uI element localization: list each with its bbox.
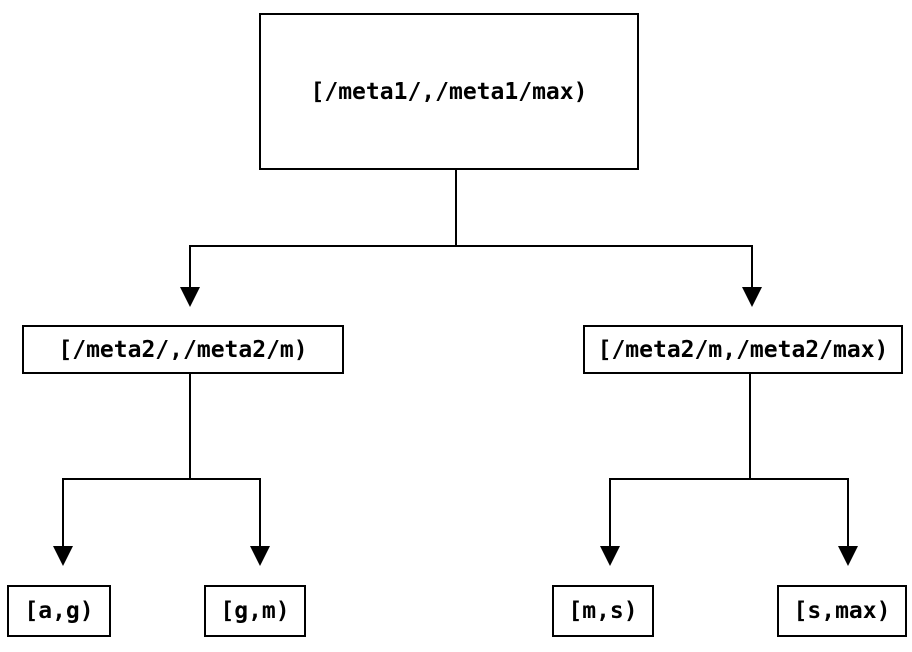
- connector-root-vertical: [455, 170, 457, 247]
- connector-level1-left-stub: [189, 245, 191, 287]
- arrow-down-icon: [53, 546, 73, 566]
- arrow-down-icon: [250, 546, 270, 566]
- arrow-down-icon: [180, 287, 200, 307]
- connector-level2-left-horizontal: [62, 478, 261, 480]
- leaf-node-m-s: [m,s): [552, 585, 654, 637]
- connector-level2-left-left-stub: [62, 478, 64, 546]
- arrow-down-icon: [742, 287, 762, 307]
- arrow-down-icon: [600, 546, 620, 566]
- connector-level1-right-stub: [751, 245, 753, 287]
- connector-level1-horizontal: [189, 245, 753, 247]
- leaf-node-a-g: [a,g): [7, 585, 111, 637]
- connector-level2-right-right-stub: [847, 478, 849, 546]
- connector-level2-right-horizontal: [609, 478, 849, 480]
- leaf-node-g-m: [g,m): [204, 585, 306, 637]
- connector-left-child-vertical: [189, 374, 191, 480]
- arrow-down-icon: [838, 546, 858, 566]
- connector-level2-right-left-stub: [609, 478, 611, 546]
- connector-right-child-vertical: [749, 374, 751, 480]
- node-meta2-left-range: [/meta2/,/meta2/m): [22, 325, 344, 374]
- connector-level2-left-right-stub: [259, 478, 261, 546]
- node-root-range: [/meta1/,/meta1/max): [259, 13, 639, 170]
- leaf-node-s-max: [s,max): [777, 585, 907, 637]
- node-meta2-right-range: [/meta2/m,/meta2/max): [583, 325, 903, 374]
